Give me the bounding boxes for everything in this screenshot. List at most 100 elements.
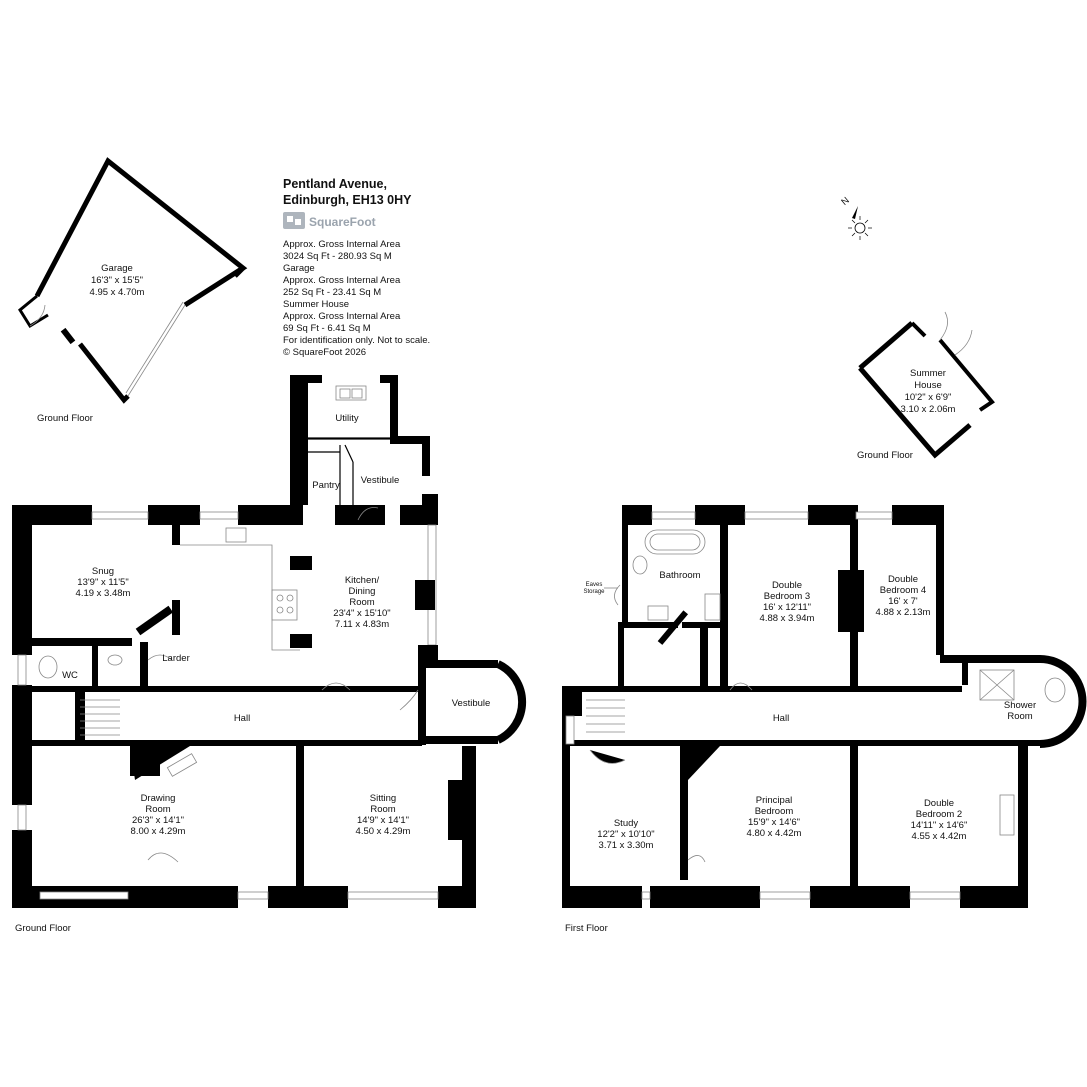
floor-label-summer-house: Ground Floor	[857, 450, 913, 461]
svg-text:12'2" x 10'10": 12'2" x 10'10"	[597, 829, 654, 840]
svg-text:Eaves: Eaves	[586, 582, 603, 588]
room-double-bedroom-2: Double Bedroom 2 14'11" x 14'6" 4.55 x 4…	[911, 798, 968, 842]
svg-text:7.11 x 4.83m: 7.11 x 4.83m	[335, 619, 389, 630]
floor-label-ground: Ground Floor	[15, 923, 71, 934]
svg-text:Bedroom 2: Bedroom 2	[916, 809, 962, 820]
svg-text:Hall: Hall	[234, 713, 250, 724]
svg-text:Larder: Larder	[162, 653, 189, 664]
svg-text:Room: Room	[1007, 711, 1032, 722]
svg-text:Hall: Hall	[773, 713, 789, 724]
info-line: 252 Sq Ft - 23.41 Sq M	[283, 287, 381, 298]
info-line: Approx. Gross Internal Area	[283, 239, 401, 250]
room-eaves-storage: Eaves Storage	[583, 582, 618, 595]
svg-text:23'4" x 15'10": 23'4" x 15'10"	[333, 608, 390, 619]
svg-text:Sitting: Sitting	[370, 793, 396, 804]
svg-text:Utility: Utility	[335, 413, 358, 424]
svg-text:Bedroom: Bedroom	[755, 806, 794, 817]
address-line-2: Edinburgh, EH13 0HY	[283, 193, 412, 207]
svg-text:Snug: Snug	[92, 566, 114, 577]
svg-text:Vestibule: Vestibule	[452, 698, 491, 709]
svg-text:3.10 x 2.06m: 3.10 x 2.06m	[901, 404, 956, 415]
info-line: Approx. Gross Internal Area	[283, 275, 401, 286]
info-line: Approx. Gross Internal Area	[283, 311, 401, 322]
room-double-bedroom-4: Double Bedroom 4 16' x 7' 4.88 x 2.13m	[876, 574, 931, 618]
room-double-bedroom-3: Double Bedroom 3 16' x 12'11" 4.88 x 3.9…	[760, 580, 815, 624]
svg-text:10'2" x 6'9": 10'2" x 6'9"	[905, 392, 952, 403]
svg-text:4.95 x 4.70m: 4.95 x 4.70m	[90, 287, 145, 298]
svg-text:26'3" x 14'1": 26'3" x 14'1"	[132, 815, 184, 826]
info-line: 3024 Sq Ft - 280.93 Sq M	[283, 251, 392, 262]
svg-text:4.50 x 4.29m: 4.50 x 4.29m	[356, 826, 411, 837]
svg-text:Pantry: Pantry	[312, 480, 340, 491]
info-line: © SquareFoot 2026	[283, 347, 366, 358]
floor-label-first: First Floor	[565, 923, 608, 934]
area-info: Approx. Gross Internal Area 3024 Sq Ft -…	[283, 239, 430, 358]
svg-text:Double: Double	[888, 574, 918, 585]
room-shower-room: Shower Room	[1004, 700, 1036, 722]
room-principal-bedroom: Principal Bedroom 15'9" x 14'6" 4.80 x 4…	[747, 795, 802, 839]
room-study: Study 12'2" x 10'10" 3.71 x 3.30m	[597, 818, 654, 851]
svg-text:13'9" x 11'5": 13'9" x 11'5"	[77, 577, 128, 588]
svg-text:Vestibule: Vestibule	[361, 475, 400, 486]
svg-text:Shower: Shower	[1004, 700, 1036, 711]
info-line: Summer House	[283, 299, 349, 310]
svg-text:Storage: Storage	[583, 589, 605, 595]
garage-plan	[18, 157, 248, 404]
svg-text:Kitchen/: Kitchen/	[345, 575, 380, 586]
svg-text:Bedroom 3: Bedroom 3	[764, 591, 810, 602]
svg-text:Room: Room	[370, 804, 395, 815]
svg-text:8.00 x 4.29m: 8.00 x 4.29m	[131, 826, 186, 837]
svg-text:4.88 x 2.13m: 4.88 x 2.13m	[876, 607, 931, 618]
svg-text:4.55 x 4.42m: 4.55 x 4.42m	[912, 831, 967, 842]
svg-text:WC: WC	[62, 670, 78, 681]
room-sitting-room: Sitting Room 14'9" x 14'1" 4.50 x 4.29m	[356, 793, 411, 837]
room-larder: Larder	[162, 653, 189, 664]
summer-house-plan	[858, 311, 995, 459]
room-garage: Garage 16'3" x 15'5" 4.95 x 4.70m	[90, 263, 145, 298]
room-summer-house: Summer House 10'2" x 6'9" 3.10 x 2.06m	[901, 368, 956, 415]
svg-text:Room: Room	[145, 804, 170, 815]
svg-text:16'3" x 15'5": 16'3" x 15'5"	[91, 275, 143, 286]
room-hall-first: Hall	[773, 713, 789, 724]
svg-text:Garage: Garage	[101, 263, 133, 274]
floor-label-garage: Ground Floor	[37, 413, 93, 424]
svg-text:14'9" x 14'1": 14'9" x 14'1"	[357, 815, 409, 826]
room-vestibule-front: Vestibule	[452, 698, 491, 709]
svg-text:Room: Room	[349, 597, 374, 608]
svg-text:Double: Double	[924, 798, 954, 809]
svg-text:Double: Double	[772, 580, 802, 591]
svg-text:Bathroom: Bathroom	[659, 570, 700, 581]
info-line: Garage	[283, 263, 315, 274]
address-line-1: Pentland Avenue,	[283, 177, 387, 191]
svg-text:4.19 x 3.48m: 4.19 x 3.48m	[76, 588, 131, 599]
svg-text:4.80 x 4.42m: 4.80 x 4.42m	[747, 828, 802, 839]
svg-text:14'11" x 14'6": 14'11" x 14'6"	[911, 820, 968, 831]
svg-text:Drawing: Drawing	[141, 793, 176, 804]
svg-text:3.71 x 3.30m: 3.71 x 3.30m	[599, 840, 654, 851]
property-header: Pentland Avenue, Edinburgh, EH13 0HY Squ…	[283, 177, 430, 358]
room-bathroom: Bathroom	[659, 570, 700, 581]
svg-text:House: House	[914, 380, 941, 391]
room-drawing-room: Drawing Room 26'3" x 14'1" 8.00 x 4.29m	[131, 793, 186, 837]
info-line: For identification only. Not to scale.	[283, 335, 430, 346]
room-wc: WC	[62, 670, 78, 681]
compass-icon: N	[839, 195, 872, 240]
squarefoot-logo: SquareFoot	[283, 212, 376, 229]
compass-north-label: N	[839, 195, 851, 208]
svg-text:Dining: Dining	[349, 586, 376, 597]
svg-text:4.88 x 3.94m: 4.88 x 3.94m	[760, 613, 815, 624]
ground-floor-fixtures	[38, 507, 419, 863]
svg-text:Bedroom 4: Bedroom 4	[880, 585, 926, 596]
room-vestibule-rear: Vestibule	[361, 475, 400, 486]
svg-text:16' x 7': 16' x 7'	[888, 596, 918, 607]
svg-text:Study: Study	[614, 818, 639, 829]
room-kitchen-dining: Kitchen/ Dining Room 23'4" x 15'10" 7.11…	[333, 575, 390, 630]
ground-floor-walls	[12, 375, 527, 908]
info-line: 69 Sq Ft - 6.41 Sq M	[283, 323, 371, 334]
room-pantry: Pantry	[312, 480, 340, 491]
svg-text:15'9" x 14'6": 15'9" x 14'6"	[748, 817, 800, 828]
brand-name: SquareFoot	[309, 215, 376, 229]
svg-text:16' x 12'11": 16' x 12'11"	[763, 602, 811, 613]
room-utility: Utility	[335, 413, 358, 424]
